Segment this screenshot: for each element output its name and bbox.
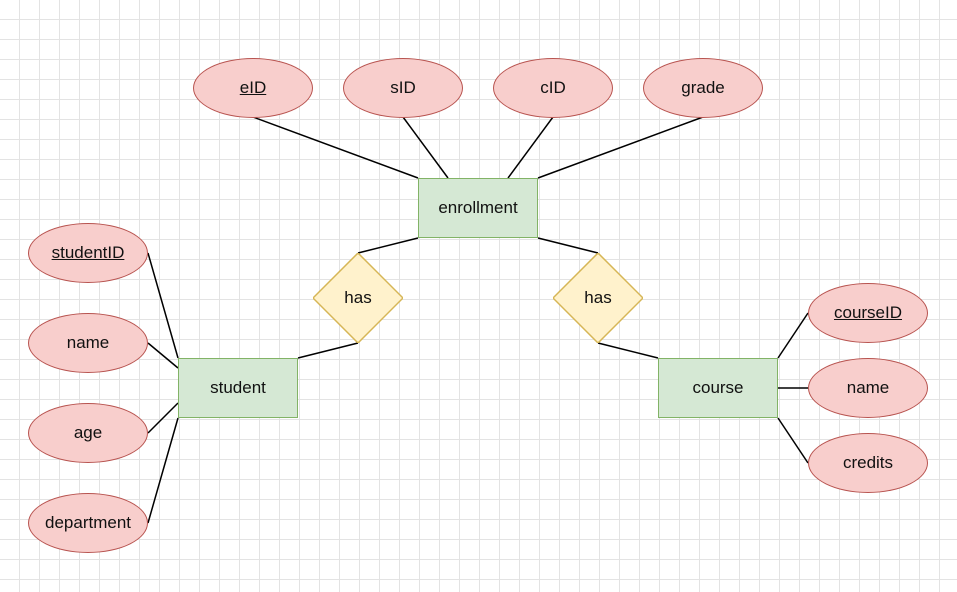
attribute-eid[interactable]: eID — [193, 58, 313, 118]
attribute-age-label: age — [73, 423, 103, 442]
attribute-course-name[interactable]: name — [808, 358, 928, 418]
connector-grade-enrollment — [537, 116, 704, 179]
entity-student-label: student — [210, 378, 266, 397]
connector-name-student — [147, 342, 179, 369]
connector-has-right-course — [597, 342, 659, 359]
attribute-grade-label: grade — [681, 78, 725, 97]
attribute-cid-label: cID — [540, 78, 566, 97]
connector-studentid-student — [147, 252, 179, 359]
attribute-sid[interactable]: sID — [343, 58, 463, 118]
connector-enrollment-has-left — [357, 237, 419, 254]
diamond-shape — [313, 253, 403, 343]
entity-course-label: course — [692, 378, 744, 397]
connector-department-student — [147, 417, 179, 524]
attribute-courseid-label: courseID — [833, 303, 903, 322]
connector-age-student — [147, 402, 179, 434]
entity-student[interactable]: student — [178, 358, 298, 418]
relationship-has-student-label: has — [344, 288, 372, 307]
attribute-studentid[interactable]: studentID — [28, 223, 148, 283]
attribute-student-name-label: name — [66, 333, 110, 352]
connector-courseid-course — [777, 312, 809, 359]
relationship-has-course-label: has — [584, 288, 612, 307]
attribute-sid-label: sID — [390, 78, 416, 97]
entity-enrollment[interactable]: enrollment — [418, 178, 538, 238]
connector-sid-enrollment — [402, 116, 449, 179]
diamond-shape — [553, 253, 643, 343]
connector-enrollment-has-right — [537, 237, 599, 254]
attribute-credits[interactable]: credits — [808, 433, 928, 493]
connector-cid-enrollment — [507, 116, 554, 179]
attribute-course-name-label: name — [846, 378, 890, 397]
attribute-studentid-label: studentID — [51, 243, 125, 262]
attribute-age[interactable]: age — [28, 403, 148, 463]
relationship-has-course[interactable]: has — [553, 253, 643, 343]
attribute-credits-label: credits — [842, 453, 894, 472]
attribute-courseid[interactable]: courseID — [808, 283, 928, 343]
attribute-cid[interactable]: cID — [493, 58, 613, 118]
connector-has-left-student — [297, 342, 359, 359]
connector-eid-enrollment — [252, 116, 419, 179]
relationship-has-student[interactable]: has — [313, 253, 403, 343]
connector-credits-course — [777, 417, 809, 464]
attribute-eid-label: eID — [239, 78, 267, 97]
entity-enrollment-label: enrollment — [438, 198, 518, 217]
entity-course[interactable]: course — [658, 358, 778, 418]
attribute-grade[interactable]: grade — [643, 58, 763, 118]
attribute-department-label: department — [45, 513, 131, 532]
attribute-student-name[interactable]: name — [28, 313, 148, 373]
attribute-department[interactable]: department — [28, 493, 148, 553]
